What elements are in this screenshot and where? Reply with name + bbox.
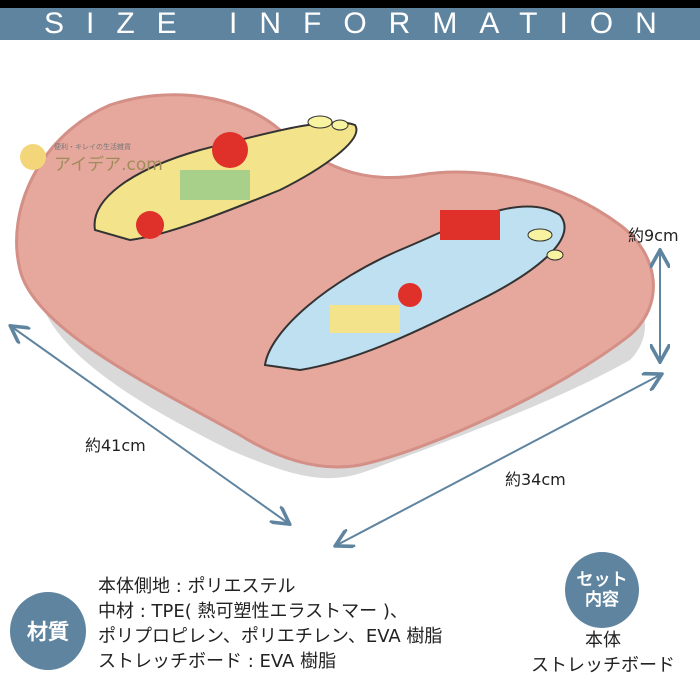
width-arrow — [12, 327, 288, 523]
left-foot-print — [93, 115, 358, 242]
depth-label: 約34cm — [505, 470, 566, 489]
set-contents-badge: セット内容 — [565, 552, 639, 628]
page-title: SIZE INFORMATION — [0, 8, 700, 40]
width-label: 約41cm — [85, 436, 146, 455]
set-item: ストレッチボード — [531, 655, 675, 676]
logo-name: アイデア.com — [54, 155, 163, 175]
material-line: 本体側地 : ポリエステル — [98, 576, 296, 597]
logo-tagline: 便利・キレイの生活雑貨 — [54, 143, 131, 151]
right-foot-print — [263, 205, 566, 372]
top-bar — [0, 0, 700, 8]
logo-icon — [20, 144, 46, 170]
material-list: 本体側地 : ポリエステル 中材 : TPE( 熱可塑性エラストマー )、 ポリ… — [98, 574, 442, 674]
material-line: 中材 : TPE( 熱可塑性エラストマー )、 — [98, 601, 408, 622]
set-contents-list: 本体 ストレッチボード — [508, 628, 698, 678]
material-line: ストレッチボード : EVA 樹脂 — [98, 651, 337, 672]
material-badge: 材質 — [10, 592, 86, 670]
set-item: 本体 — [585, 630, 621, 651]
depth-arrow — [337, 375, 660, 545]
set-label-line2: 内容 — [585, 590, 619, 610]
height-label: 約9cm — [628, 226, 679, 245]
cushion-illustration — [0, 93, 700, 560]
material-line: ポリプロピレン、ポリエチレン、EVA 樹脂 — [98, 626, 443, 647]
set-label-line1: セット — [576, 570, 628, 590]
